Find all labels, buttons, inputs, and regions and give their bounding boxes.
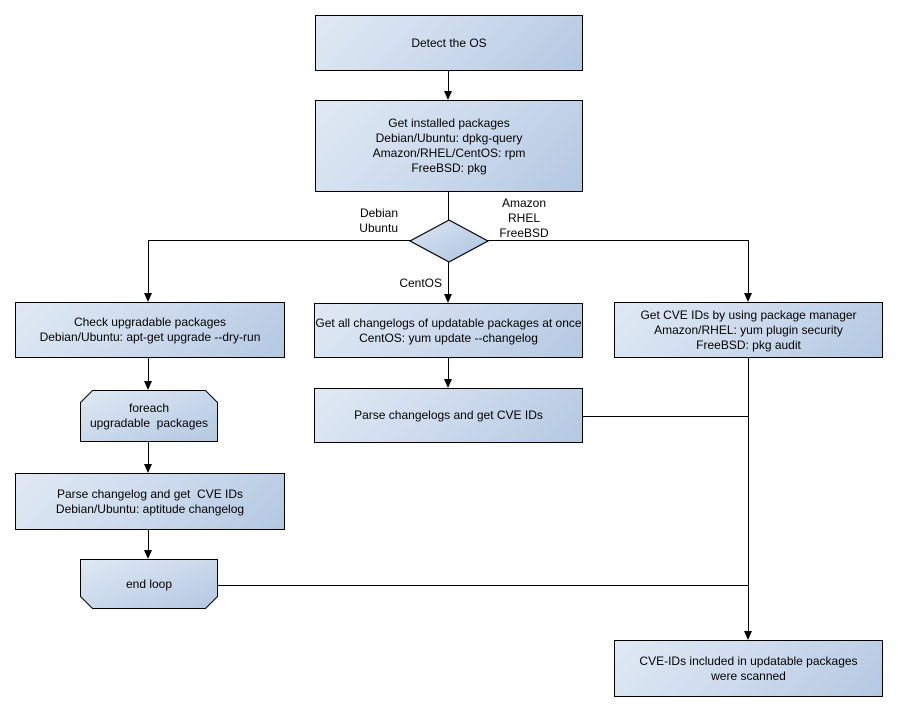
node-parse-changelogs: Parse changelogs and get CVE IDs [314, 388, 583, 443]
connector-line [148, 240, 411, 241]
node-text-line: CentOS: yum update --changelog [359, 330, 538, 345]
node-text-line: Get all changelogs of updatable packages… [315, 315, 582, 330]
connector-line [148, 240, 149, 294]
edge-label-line: RHEL [507, 211, 540, 225]
node-get-cve-ids-by-pkg-manager: Get CVE IDs by using package manager Ama… [614, 302, 883, 358]
node-text-line: Debian/Ubuntu: apt-get upgrade --dry-run [39, 330, 261, 344]
edge-label-line: Ubuntu [359, 221, 398, 235]
edge-label-line: FreeBSD [499, 226, 549, 240]
node-text-line: Amazon/RHEL/CentOS: rpm [372, 146, 526, 160]
connector-line [583, 416, 749, 417]
edge-label-amazon-rhel-freebsd: Amazon RHEL FreeBSD [492, 196, 556, 241]
node-end-loop: end loop [80, 559, 218, 609]
node-text-line: FreeBSD: pkg [411, 161, 487, 175]
node-text-line: FreeBSD: pkg audit [696, 337, 801, 352]
arrowhead-icon [744, 293, 752, 302]
node-foreach-loop-start: foreach upgradable packages [80, 390, 218, 442]
arrowhead-icon [444, 379, 452, 388]
node-text-line: Amazon/RHEL: yum plugin security [654, 322, 843, 337]
node-check-upgradable-packages: Check upgradable packages Debian/Ubuntu:… [15, 302, 285, 358]
node-parse-changelog: Parse changelog and get CVE IDs Debian/U… [15, 473, 285, 530]
node-get-all-changelogs: Get all changelogs of updatable packages… [314, 303, 583, 358]
node-text-line: CVE-IDs included in updatable packages [639, 653, 858, 668]
arrowhead-icon [144, 550, 152, 559]
diamond-shape-icon [409, 219, 489, 263]
node-detect-os: Detect the OS [315, 15, 583, 71]
loop-start-shape-icon [80, 390, 218, 442]
node-text-line: Check upgradable packages [73, 315, 227, 329]
node-text-line: end loop [125, 576, 173, 591]
connector-line [148, 442, 149, 465]
node-scan-result: CVE-IDs included in updatable packages w… [614, 640, 883, 697]
connector-line [448, 262, 449, 295]
node-text-line: were scanned [711, 668, 786, 683]
arrowhead-icon [144, 381, 152, 390]
connector-line [448, 358, 449, 379]
connector-line [448, 192, 449, 220]
arrowhead-icon [444, 294, 452, 303]
node-os-decision-diamond [409, 219, 489, 263]
node-get-installed-packages: Get installed packages Debian/Ubuntu: dp… [315, 100, 583, 192]
connector-line [218, 585, 749, 586]
connector-line [748, 358, 749, 632]
node-text-line: Get CVE IDs by using package manager [640, 307, 857, 322]
connector-line [487, 240, 749, 241]
arrowhead-icon [144, 293, 152, 302]
node-text-line: Debian/Ubuntu: dpkg-query [375, 131, 523, 145]
node-text-line: Get installed packages [388, 116, 510, 130]
arrowhead-icon [744, 631, 752, 640]
edge-label-debian-ubuntu: Debian Ubuntu [330, 206, 398, 236]
edge-label-line: CentOS [399, 276, 442, 290]
connector-line [748, 240, 749, 294]
node-text-line: Parse changelogs and get CVE IDs [354, 408, 543, 422]
loop-end-shape-icon [80, 559, 218, 609]
connector-line [148, 530, 149, 551]
node-text-line: Parse changelog and get CVE IDs [56, 486, 244, 501]
arrowhead-icon [144, 464, 152, 473]
arrowhead-icon [444, 91, 452, 100]
edge-label-line: Debian [359, 206, 398, 220]
node-text-line: upgradable packages [89, 416, 209, 430]
node-text-line: Debian/Ubuntu: aptitude changelog [55, 501, 245, 516]
connector-line [448, 71, 449, 92]
edge-label-line: Amazon [501, 196, 547, 210]
node-text-line: Detect the OS [411, 35, 487, 50]
connector-line [148, 358, 149, 382]
edge-label-centos: CentOS [380, 276, 442, 291]
node-text-line: foreach [128, 401, 170, 415]
